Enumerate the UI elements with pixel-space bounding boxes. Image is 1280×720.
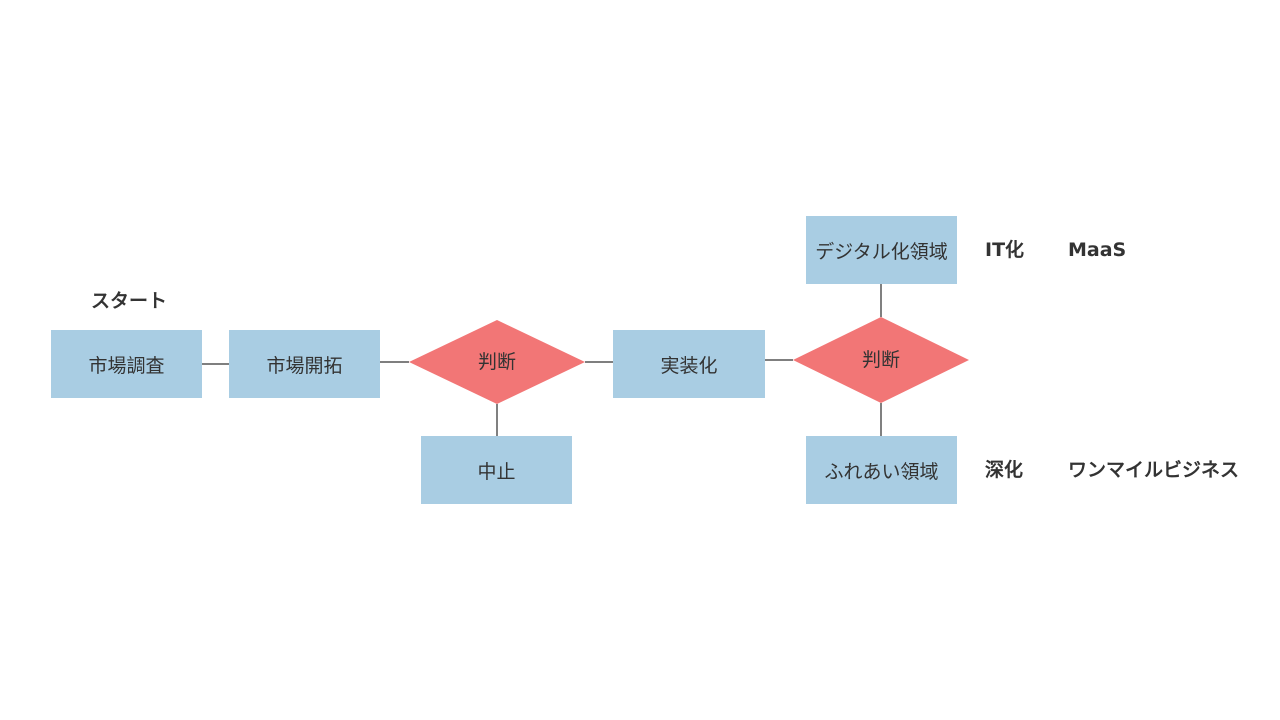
node-stop: 中止 xyxy=(421,436,572,504)
decision-1-label: 判断 xyxy=(477,351,517,373)
node-implementation-label: 実装化 xyxy=(660,354,718,377)
decision-2-label: 判断 xyxy=(861,349,901,371)
annotation-maas: MaaS xyxy=(1068,239,1127,261)
node-implementation: 実装化 xyxy=(613,330,765,398)
node-fureai-domain: ふれあい領域 xyxy=(806,436,957,504)
decision-diamond-1 xyxy=(409,320,585,404)
annotation-one-mile: ワンマイルビジネス xyxy=(1068,459,1240,481)
node-market-development-label: 市場開拓 xyxy=(266,354,343,377)
annotation-deepening: 深化 xyxy=(985,459,1024,481)
annotation-it: IT化 xyxy=(985,239,1025,261)
node-fureai-domain-label: ふれあい領域 xyxy=(824,460,939,483)
node-market-research-label: 市場調査 xyxy=(88,354,165,377)
decision-diamond-2 xyxy=(793,317,969,403)
node-stop-label: 中止 xyxy=(477,460,516,483)
node-digital-domain-label: デジタル化領域 xyxy=(815,240,948,263)
node-market-development: 市場開拓 xyxy=(229,330,380,398)
node-market-research: 市場調査 xyxy=(51,330,202,398)
start-label: スタート xyxy=(91,290,168,312)
node-digital-domain: デジタル化領域 xyxy=(806,216,957,284)
